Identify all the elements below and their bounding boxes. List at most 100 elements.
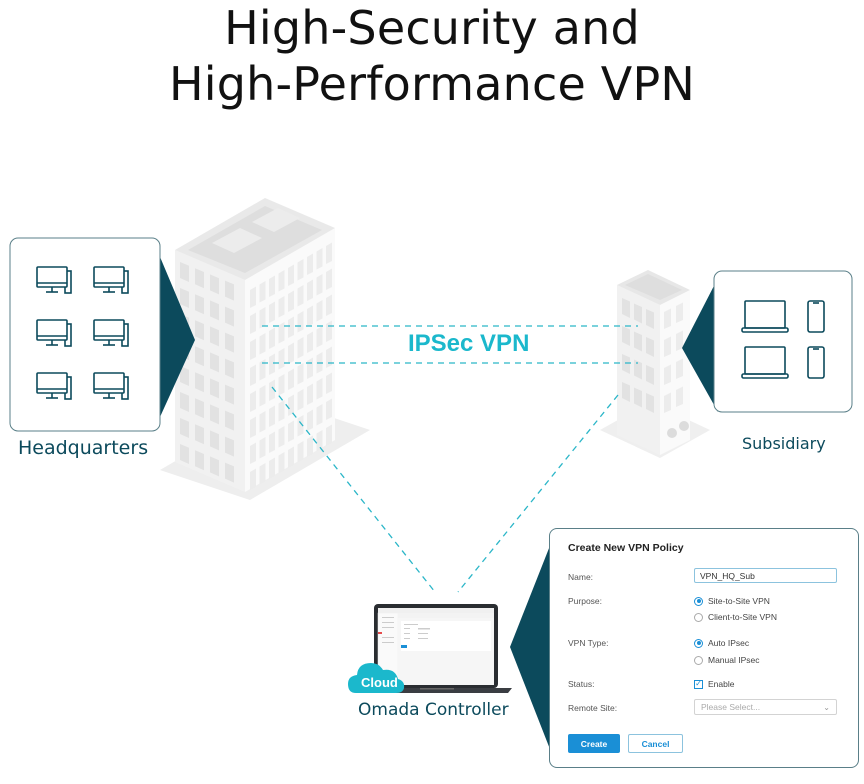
window (278, 348, 285, 370)
window (250, 390, 256, 412)
smartphone-icon (807, 346, 825, 379)
window (225, 384, 234, 405)
window (622, 298, 630, 318)
desktop-pc-icon (36, 319, 72, 347)
window (210, 456, 219, 477)
ipsec-vpn-label: IPSec VPN (408, 330, 530, 357)
window (180, 288, 189, 308)
window (676, 330, 683, 351)
window (676, 302, 683, 323)
omada-controller-laptop (348, 604, 512, 693)
checkmark-icon: ✓ (694, 679, 703, 689)
create-button[interactable]: Create (568, 734, 620, 753)
radio-label: Client-to-Site VPN (708, 612, 777, 622)
window (259, 463, 266, 485)
desktop-pc-icon (93, 319, 129, 347)
radio-selected-icon (694, 638, 703, 648)
window (195, 294, 204, 315)
radio-unselected-icon (694, 612, 703, 622)
window (664, 364, 671, 385)
status-label: Status: (568, 679, 595, 689)
window (269, 327, 275, 349)
window (297, 363, 304, 385)
window (316, 300, 323, 322)
window (225, 306, 234, 327)
desktop-pc-icon (93, 372, 129, 400)
window (195, 424, 204, 445)
window (269, 431, 275, 453)
window (259, 411, 266, 433)
window (259, 333, 266, 355)
radio-label: Manual IPsec (708, 655, 760, 665)
headquarters-building (160, 198, 370, 500)
window (297, 259, 304, 281)
window (326, 424, 332, 446)
window (180, 366, 189, 386)
dialog-title: Create New VPN Policy (568, 542, 684, 554)
window (326, 398, 332, 420)
window (676, 358, 683, 379)
remote-site-select[interactable]: Please Select... ⌄ (694, 699, 837, 715)
window (326, 320, 332, 342)
window (288, 264, 294, 286)
window (278, 426, 285, 448)
window (288, 394, 294, 416)
window (288, 420, 294, 442)
window (307, 435, 313, 457)
window (288, 342, 294, 364)
headquarters-device-card (9, 237, 195, 432)
window (326, 242, 332, 264)
window (676, 386, 683, 407)
window (646, 309, 654, 329)
window (250, 312, 256, 334)
window (307, 279, 313, 301)
window (307, 253, 313, 275)
window (634, 303, 642, 324)
window (646, 337, 654, 357)
status-enable-checkbox[interactable]: ✓ Enable (694, 679, 734, 689)
window (307, 409, 313, 431)
window (646, 365, 654, 385)
desktop-pc-icon (36, 266, 72, 294)
window (297, 311, 304, 333)
title-line-2: High-Performance VPN (168, 57, 696, 111)
window (195, 346, 204, 367)
window (259, 281, 266, 303)
window (250, 416, 256, 438)
window (250, 364, 256, 386)
window (326, 268, 332, 290)
window (195, 320, 204, 341)
vpn-type-auto-ipsec-radio[interactable]: Auto IPsec (694, 638, 749, 648)
window (250, 338, 256, 360)
purpose-site-to-site-radio[interactable]: Site-to-Site VPN (694, 596, 770, 606)
vpn-type-label: VPN Type: (568, 638, 609, 648)
window (210, 404, 219, 425)
purpose-client-to-site-radio[interactable]: Client-to-Site VPN (694, 612, 777, 622)
window (307, 357, 313, 379)
window (307, 305, 313, 327)
window (326, 372, 332, 394)
window (278, 270, 285, 292)
window (269, 457, 275, 479)
name-input[interactable] (694, 568, 837, 583)
desktop-pc-icon (93, 266, 129, 294)
cloud-icon (348, 663, 405, 693)
smartphone-icon (807, 300, 825, 333)
window (250, 442, 256, 464)
cancel-button[interactable]: Cancel (628, 734, 683, 753)
radio-unselected-icon (694, 655, 703, 665)
window (307, 383, 313, 405)
window (316, 274, 323, 296)
vpn-type-manual-ipsec-radio[interactable]: Manual IPsec (694, 655, 760, 665)
title-line-1: High-Security and (224, 1, 640, 55)
window (250, 468, 256, 490)
window (622, 382, 630, 402)
desktop-pc-icon (36, 372, 72, 400)
window (297, 285, 304, 307)
window (269, 379, 275, 401)
window (180, 262, 189, 282)
create-vpn-policy-dialog: Create New VPN Policy Name: Purpose: Sit… (549, 528, 859, 768)
window (622, 354, 630, 374)
vpn-tunnel-lines (262, 325, 638, 593)
window (225, 332, 234, 353)
